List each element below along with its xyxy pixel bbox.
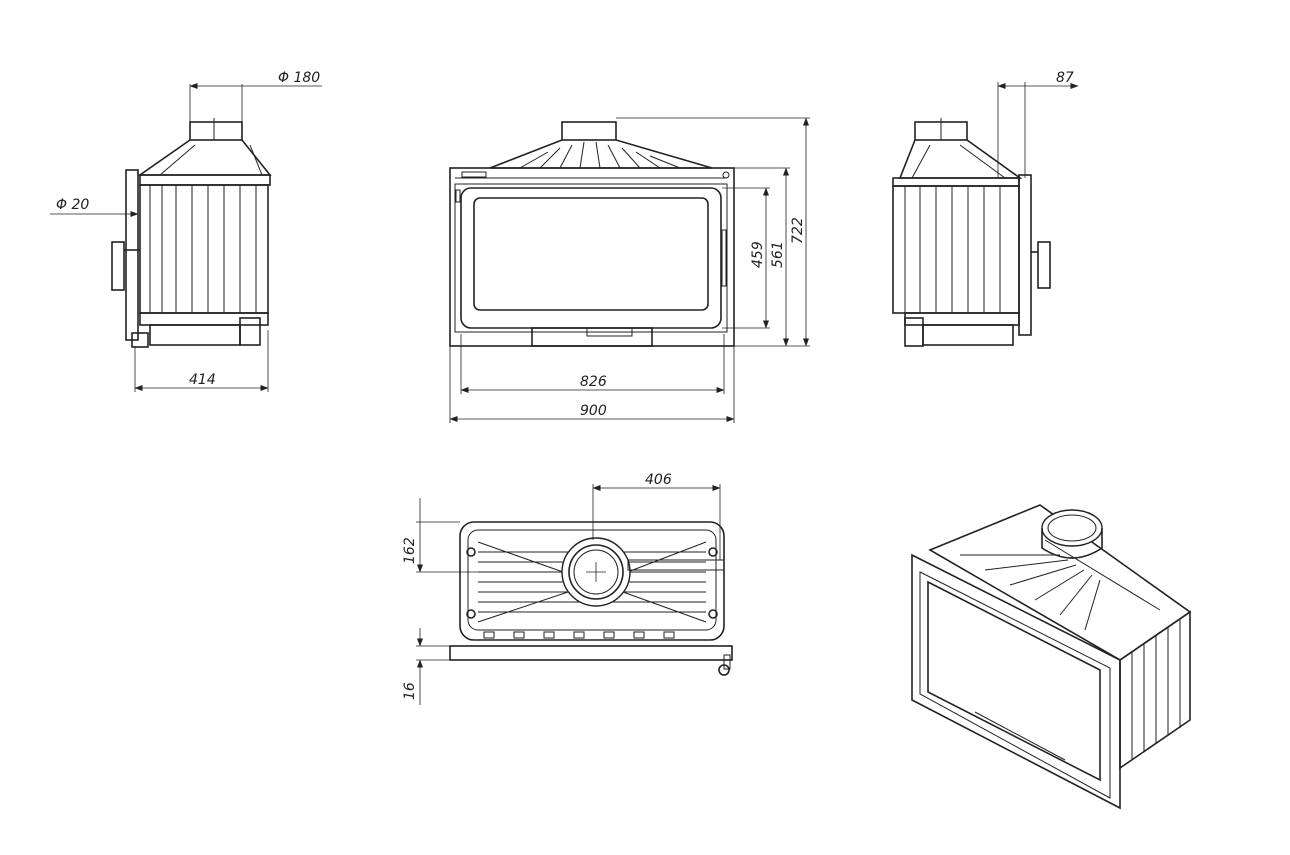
front-view — [449, 121, 735, 347]
dimension-lines — [50, 82, 1079, 705]
left-side-view — [111, 118, 272, 348]
right-side-view — [892, 118, 1051, 347]
dim-glass-height: 459 — [750, 241, 766, 268]
isometric-view — [911, 504, 1192, 810]
dim-glass-width: 826 — [580, 374, 607, 390]
dim-handle-diameter: Φ 20 — [56, 197, 89, 213]
dim-front-height: 561 — [770, 241, 786, 268]
dim-rear-offset: 162 — [402, 537, 418, 564]
dim-total-height: 722 — [790, 217, 806, 244]
dim-ash-pan-height: 16 — [402, 682, 418, 700]
top-view — [449, 521, 733, 676]
dim-flue-diameter: Φ 180 — [278, 70, 320, 86]
dim-side-depth: 414 — [189, 372, 216, 388]
dim-total-width: 900 — [580, 403, 607, 419]
dim-collar-offset: 87 — [1056, 70, 1074, 86]
dim-flue-offset: 406 — [645, 472, 672, 488]
